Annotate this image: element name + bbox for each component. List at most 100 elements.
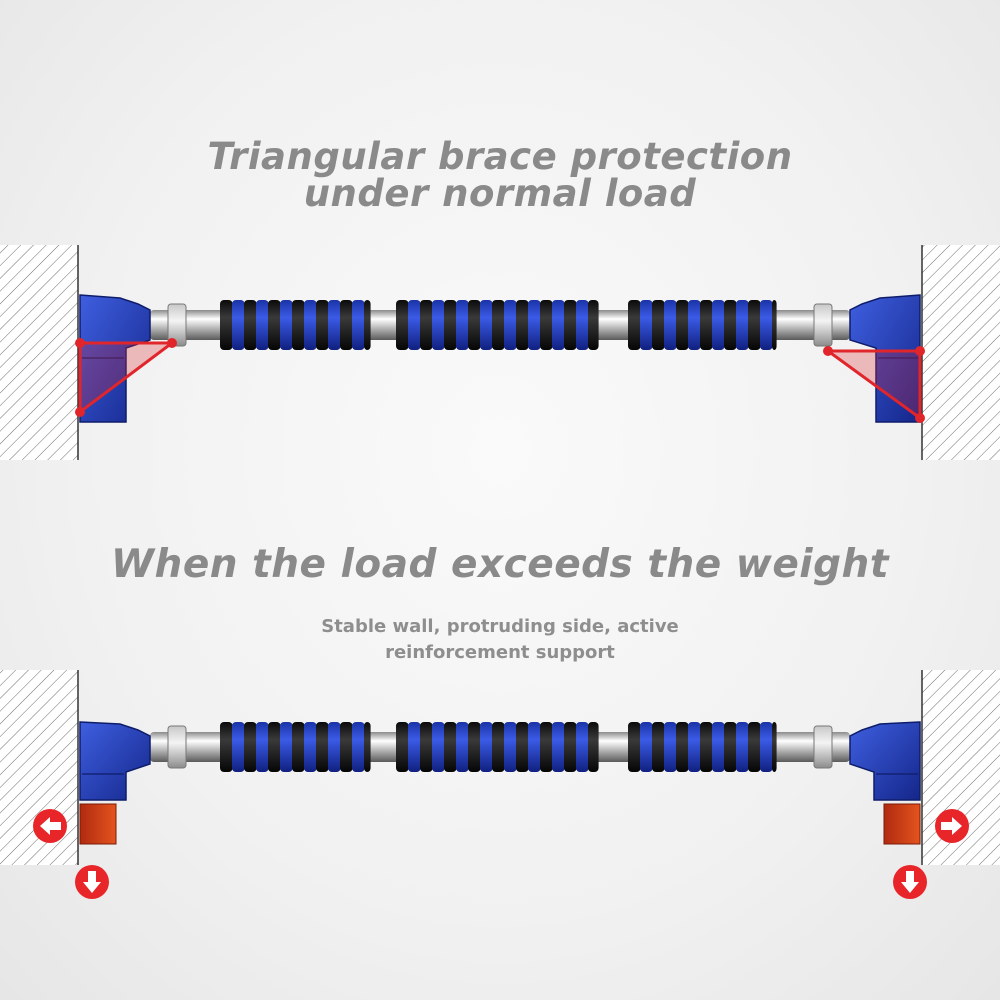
foam-ring-blue bbox=[480, 300, 493, 350]
foam-grip-right bbox=[628, 722, 777, 772]
foam-ring-blue bbox=[352, 300, 365, 350]
foam-ring-black bbox=[564, 300, 577, 350]
foam-ring-black bbox=[652, 722, 665, 772]
foam-ring-blue bbox=[640, 722, 653, 772]
foam-ring-black bbox=[364, 300, 371, 350]
foam-ring-blue bbox=[232, 300, 245, 350]
foam-ring-blue bbox=[688, 300, 701, 350]
foam-ring-black bbox=[444, 300, 457, 350]
foam-ring-black bbox=[628, 300, 641, 350]
foam-ring-blue bbox=[408, 722, 421, 772]
foam-ring-blue bbox=[712, 722, 725, 772]
foam-ring-blue bbox=[760, 722, 773, 772]
foam-ring-blue bbox=[456, 300, 469, 350]
foam-ring-black bbox=[420, 722, 433, 772]
foam-ring-blue bbox=[256, 300, 269, 350]
right-bracket bbox=[849, 294, 921, 423]
foam-ring-black bbox=[244, 300, 257, 350]
foam-ring-blue bbox=[552, 300, 565, 350]
foam-ring-black bbox=[724, 300, 737, 350]
foam-grip-center bbox=[396, 722, 599, 772]
foam-ring-blue bbox=[504, 300, 517, 350]
subheading-line2: reinforcement support bbox=[385, 642, 615, 663]
foam-ring-blue bbox=[576, 300, 589, 350]
right-protruding-block bbox=[883, 803, 921, 845]
foam-ring-blue bbox=[432, 722, 445, 772]
arrow-left-icon bbox=[33, 809, 67, 843]
overload-diagram bbox=[0, 670, 1000, 899]
foam-ring-black bbox=[588, 300, 599, 350]
foam-ring-black bbox=[724, 722, 737, 772]
foam-ring-black bbox=[220, 722, 233, 772]
foam-ring-blue bbox=[504, 722, 517, 772]
foam-ring-black bbox=[268, 300, 281, 350]
foam-ring-black bbox=[316, 300, 329, 350]
foam-ring-black bbox=[316, 722, 329, 772]
foam-ring-blue bbox=[552, 722, 565, 772]
foam-ring-black bbox=[628, 722, 641, 772]
foam-ring-black bbox=[364, 722, 371, 772]
foam-ring-black bbox=[220, 300, 233, 350]
heading-normal-load: Triangular brace protection under normal… bbox=[0, 138, 1000, 212]
foam-ring-black bbox=[516, 722, 529, 772]
foam-grip-center bbox=[396, 300, 599, 350]
foam-ring-black bbox=[468, 300, 481, 350]
foam-ring-black bbox=[492, 722, 505, 772]
foam-ring-blue bbox=[480, 722, 493, 772]
foam-ring-blue bbox=[280, 722, 293, 772]
right-collar bbox=[813, 725, 833, 769]
pull-up-bar bbox=[150, 722, 850, 772]
right-wall bbox=[922, 245, 1000, 460]
arrow-right-icon bbox=[935, 809, 969, 843]
left-protruding-block bbox=[79, 803, 117, 845]
foam-ring-black bbox=[772, 722, 777, 772]
foam-ring-black bbox=[748, 722, 761, 772]
foam-grip-right bbox=[628, 300, 777, 350]
foam-ring-black bbox=[292, 300, 305, 350]
foam-ring-black bbox=[268, 722, 281, 772]
foam-grip-left bbox=[220, 722, 371, 772]
foam-grip-left bbox=[220, 300, 371, 350]
left-wall bbox=[0, 245, 78, 460]
subheading-line1: Stable wall, protruding side, active bbox=[321, 616, 679, 637]
foam-ring-black bbox=[244, 722, 257, 772]
foam-ring-black bbox=[588, 722, 599, 772]
foam-ring-blue bbox=[760, 300, 773, 350]
foam-ring-blue bbox=[352, 722, 365, 772]
foam-ring-blue bbox=[328, 722, 341, 772]
arrow-down-icon bbox=[75, 865, 109, 899]
foam-ring-blue bbox=[280, 300, 293, 350]
foam-ring-blue bbox=[736, 722, 749, 772]
foam-ring-blue bbox=[528, 722, 541, 772]
foam-ring-black bbox=[340, 300, 353, 350]
foam-ring-black bbox=[516, 300, 529, 350]
foam-ring-black bbox=[676, 300, 689, 350]
foam-ring-blue bbox=[712, 300, 725, 350]
foam-ring-blue bbox=[328, 300, 341, 350]
heading-normal-load-line2: under normal load bbox=[303, 172, 697, 215]
foam-ring-black bbox=[748, 300, 761, 350]
foam-ring-black bbox=[772, 300, 777, 350]
foam-ring-black bbox=[396, 722, 409, 772]
foam-ring-blue bbox=[456, 722, 469, 772]
foam-ring-blue bbox=[304, 722, 317, 772]
foam-ring-black bbox=[292, 722, 305, 772]
foam-ring-black bbox=[540, 722, 553, 772]
right-collar bbox=[813, 303, 833, 347]
foam-ring-blue bbox=[664, 722, 677, 772]
foam-ring-black bbox=[564, 722, 577, 772]
left-collar bbox=[167, 303, 187, 347]
foam-ring-black bbox=[652, 300, 665, 350]
left-bracket bbox=[79, 294, 151, 423]
foam-ring-blue bbox=[736, 300, 749, 350]
foam-ring-black bbox=[468, 722, 481, 772]
foam-ring-blue bbox=[664, 300, 677, 350]
left-bracket bbox=[79, 721, 151, 801]
pull-up-bar bbox=[150, 300, 850, 350]
foam-ring-black bbox=[492, 300, 505, 350]
heading-normal-load-line1: Triangular brace protection bbox=[207, 135, 793, 178]
foam-ring-black bbox=[444, 722, 457, 772]
foam-ring-blue bbox=[576, 722, 589, 772]
foam-ring-blue bbox=[408, 300, 421, 350]
foam-ring-blue bbox=[640, 300, 653, 350]
